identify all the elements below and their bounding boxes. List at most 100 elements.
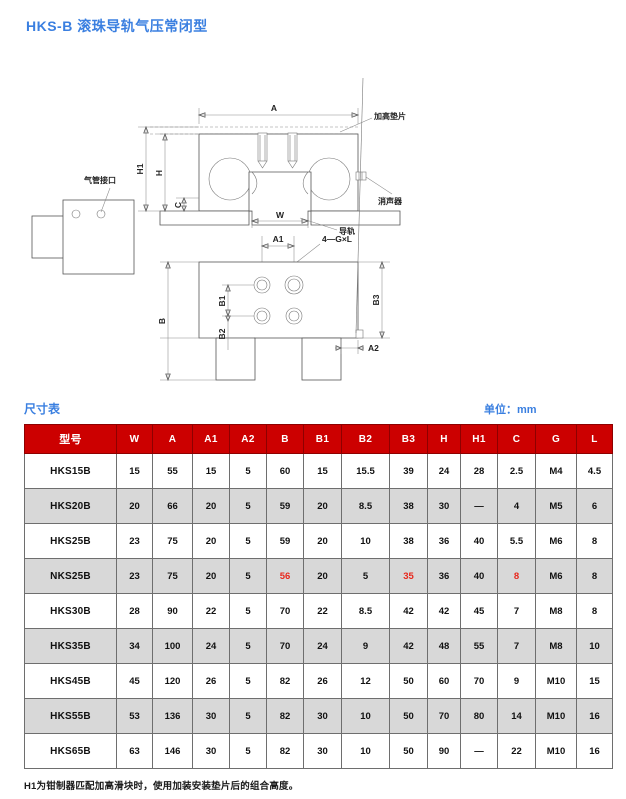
table-cell-l: 16 [576, 698, 613, 734]
table-cell-b1: 24 [303, 628, 342, 664]
table-cell-b2: 10 [341, 698, 390, 734]
table-col-header-b: B [266, 424, 304, 454]
table-cell-g: M6 [535, 558, 577, 594]
table-cell-a: 90 [152, 593, 193, 629]
dim-A2: A2 [368, 343, 379, 353]
table-cell-model: HKS30B [24, 593, 117, 629]
dim-W: W [276, 210, 285, 220]
dim-A1: A1 [273, 234, 284, 244]
table-col-header-h1: H1 [460, 424, 498, 454]
table-cell-a1: 24 [192, 628, 230, 664]
table-col-header-a: A [152, 424, 193, 454]
table-cell-model: HKS55B [24, 698, 117, 734]
table-cell-w: 63 [116, 733, 153, 769]
table-cell-a2: 5 [229, 663, 267, 699]
table-cell-a: 146 [152, 733, 193, 769]
table-cell-h1: — [460, 733, 498, 769]
table-cell-b1: 30 [303, 698, 342, 734]
label-silencer: 消声器 [378, 196, 403, 206]
table-cell-b: 59 [266, 523, 304, 559]
table-cell-a2: 5 [229, 698, 267, 734]
dim-B3: B3 [371, 294, 381, 305]
table-cell-c: 5.5 [497, 523, 536, 559]
table-col-header-a1: A1 [192, 424, 230, 454]
table-cell-l: 16 [576, 733, 613, 769]
table-cell-model: HKS35B [24, 628, 117, 664]
table-col-header-l: L [576, 424, 613, 454]
table-col-header-a2: A2 [229, 424, 267, 454]
table-cell-b1: 30 [303, 733, 342, 769]
table-cell-l: 8 [576, 558, 613, 594]
silencer-part: 消声器 [355, 171, 403, 206]
table-col-header-b3: B3 [389, 424, 428, 454]
table-cell-b: 56 [266, 558, 304, 594]
dim-B: B [157, 318, 167, 324]
table-cell-a: 66 [152, 488, 193, 524]
table-cell-h: 30 [427, 488, 461, 524]
table-cell-h1: 70 [460, 663, 498, 699]
table-cell-b2: 9 [341, 628, 390, 664]
table-cell-b3: 50 [389, 733, 428, 769]
table-cell-b1: 20 [303, 523, 342, 559]
page-title: HKS-B 滚珠导轨气压常闭型 [26, 18, 208, 34]
table-cell-a: 100 [152, 628, 193, 664]
dim-B1: B1 [217, 295, 227, 306]
table-cell-model: HKS65B [24, 733, 117, 769]
table-cell-h: 70 [427, 698, 461, 734]
table-col-header-g: G [535, 424, 577, 454]
table-cell-c: 9 [497, 663, 536, 699]
table-cell-b1: 15 [303, 453, 342, 489]
table-cell-a: 120 [152, 663, 193, 699]
table-cell-a1: 15 [192, 453, 230, 489]
table-cell-b1: 26 [303, 663, 342, 699]
table-cell-l: 8 [576, 593, 613, 629]
table-cell-w: 23 [116, 523, 153, 559]
table-cell-b3: 35 [389, 558, 428, 594]
label-air-port: 气管接口 [83, 175, 116, 185]
table-col-header-w: W [116, 424, 153, 454]
table-cell-g: M8 [535, 593, 577, 629]
table-cell-model: NKS25B [24, 558, 117, 594]
table-cell-b3: 39 [389, 453, 428, 489]
table-cell-h: 48 [427, 628, 461, 664]
table-cell-h: 24 [427, 453, 461, 489]
table-cell-l: 10 [576, 628, 613, 664]
table-col-header-h: H [427, 424, 461, 454]
table-cell-b: 60 [266, 453, 304, 489]
table-cell-b: 70 [266, 593, 304, 629]
dim-H1: H1 [135, 163, 145, 174]
table-cell-b2: 8.5 [341, 593, 390, 629]
table-cell-a2: 5 [229, 593, 267, 629]
table-cell-w: 34 [116, 628, 153, 664]
dim-B2: B2 [217, 328, 227, 339]
table-cell-h1: 55 [460, 628, 498, 664]
label-spacer: 加高垫片 [373, 111, 406, 121]
table-cell-h: 90 [427, 733, 461, 769]
table-cell-a: 136 [152, 698, 193, 734]
dim-thread: 4—G×L [322, 234, 352, 244]
table-footnote: H1为钳制器匹配加高滑块时，使用加装安装垫片后的组合高度。 [24, 781, 299, 792]
table-cell-model: HKS45B [24, 663, 117, 699]
table-cell-a1: 30 [192, 733, 230, 769]
table-cell-b2: 12 [341, 663, 390, 699]
table-cell-g: M10 [535, 663, 577, 699]
table-cell-c: 2.5 [497, 453, 536, 489]
dim-C: C [173, 202, 183, 208]
table-cell-a1: 26 [192, 663, 230, 699]
table-cell-b: 82 [266, 663, 304, 699]
table-cell-a: 55 [152, 453, 193, 489]
table-cell-a: 75 [152, 558, 193, 594]
table-cell-h: 60 [427, 663, 461, 699]
dim-A: A [271, 103, 277, 113]
table-cell-b3: 50 [389, 663, 428, 699]
table-cell-l: 15 [576, 663, 613, 699]
table-cell-a: 75 [152, 523, 193, 559]
table-cell-w: 28 [116, 593, 153, 629]
table-cell-b3: 38 [389, 523, 428, 559]
